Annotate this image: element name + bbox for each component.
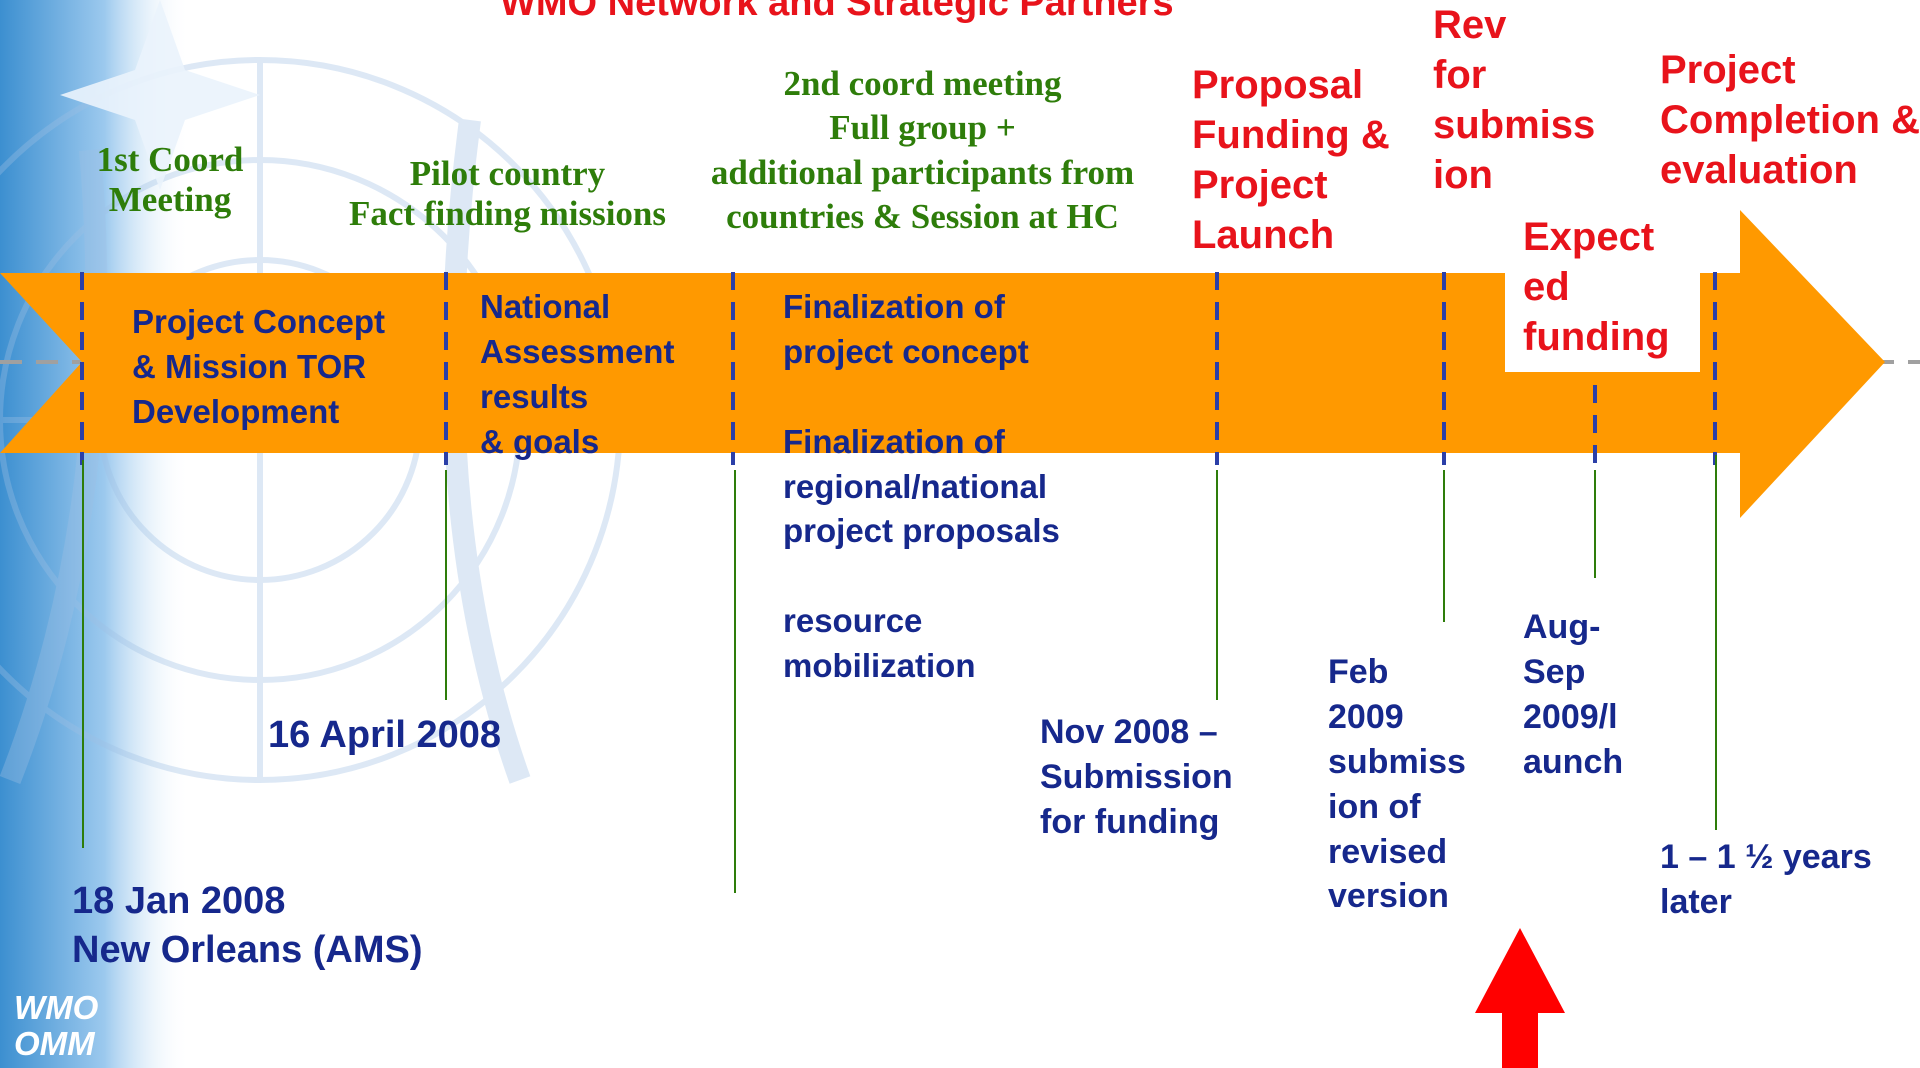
expected-funding-box [1505, 272, 1700, 372]
date-aug-sep-2009: Aug- Sep 2009/l aunch [1523, 608, 1624, 781]
date-jan-2008: 18 Jan 2008 New Orleans (AMS) [72, 880, 423, 972]
milestone-markers [80, 272, 1717, 465]
date-years-later: 1 – 1 ½ years later [1660, 838, 1872, 921]
arrow-label-national: National Assessment results & goals [480, 288, 675, 460]
date-april-2008: 16 April 2008 [268, 714, 502, 756]
timeline-arrow [0, 210, 1885, 518]
stage-first-coord: 1st Coord Meeting [96, 140, 244, 219]
label-proposal-funding: Proposal Funding & Project Launch [1192, 63, 1390, 257]
compass-star-icon [60, 0, 260, 190]
date-nov-2008: Nov 2008 – Submission for funding [1040, 713, 1233, 841]
slide-title: WMO Network and Strategic Partners [500, 0, 1174, 24]
logo-line-omm: OMM [14, 1025, 95, 1063]
arrow-label-finalization: Finalization of project concept Finaliza… [783, 288, 1060, 684]
stage-pilot: Pilot country Fact finding missions [349, 154, 666, 233]
label-rev-submission: Rev for submiss ion [1433, 3, 1596, 197]
current-stage-arrow [1475, 928, 1565, 1068]
label-project-completion: Project Completion & evaluation [1660, 48, 1920, 192]
wmo-logo: WMO OMM [14, 989, 99, 1063]
date-connectors [82, 455, 1717, 893]
stage-second-coord: 2nd coord meeting Full group + additiona… [710, 64, 1135, 237]
logo-line-wmo: WMO [14, 989, 99, 1026]
label-expected-funding: Expect ed funding [1523, 215, 1670, 359]
date-feb-2009: Feb 2009 submiss ion of revised version [1328, 653, 1466, 916]
arrow-label-concept: Project Concept & Mission TOR Developmen… [132, 303, 386, 430]
